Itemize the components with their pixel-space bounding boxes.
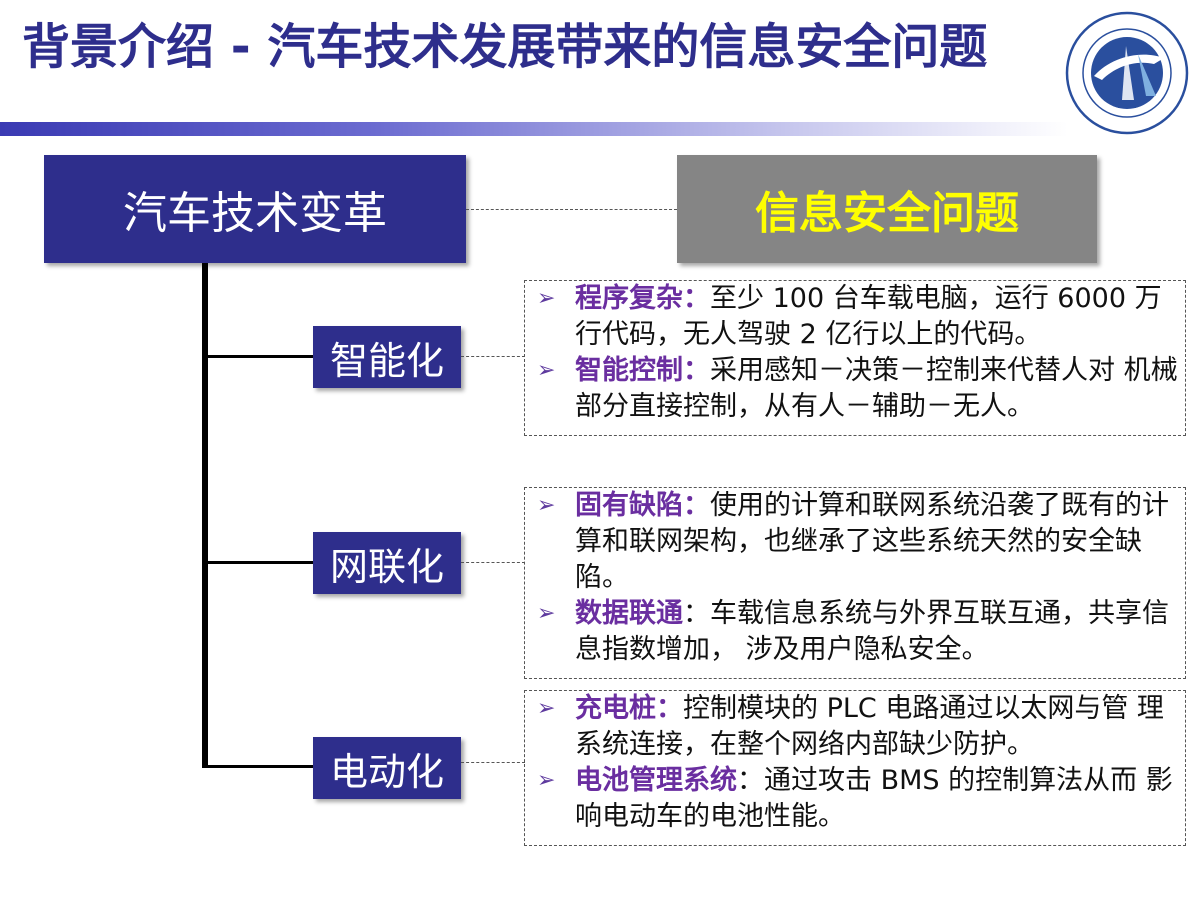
branch-line-1 (205, 355, 315, 358)
detail-item-text: 智能控制：采用感知－决策－控制来代替人对 机械部分直接控制，从有人－辅助－无人。 (575, 353, 1179, 425)
detail-keyword: 智能控制： (575, 355, 710, 386)
detail-box-connected: ➢ 固有缺陷：使用的计算和联网系统沿袭了既有的计算和联网架构，也继承了这些系统天… (524, 487, 1186, 679)
detail-item-text: 充电桩：控制模块的 PLC 电路通过以太网与管 理系统连接，在整个网络内部缺少防… (575, 691, 1179, 763)
arrow-bullet-icon: ➢ (537, 286, 556, 311)
category-electric: 电动化 (313, 737, 461, 799)
title-separator: - (214, 19, 268, 75)
title-underline-bar (0, 122, 1068, 136)
security-issue-box: 信息安全问题 (677, 155, 1097, 263)
detail-box-electric: ➢ 充电桩：控制模块的 PLC 电路通过以太网与管 理系统连接，在整个网络内部缺… (524, 690, 1186, 846)
detail-body: 采用感知－决策－控制来代替人对 机械部分直接控制，从有人－辅助－无人。 (575, 355, 1178, 422)
detail-item: ➢ 电池管理系统：通过攻击 BMS 的控制算法从而 影响电动车的电池性能。 (537, 763, 1179, 835)
arrow-bullet-icon: ➢ (537, 358, 556, 383)
detail-body: ：通过攻击 BMS 的控制算法从而 影响电动车的电池性能。 (575, 765, 1173, 832)
detail-box-intelligent: ➢ 程序复杂：至少 100 台车载电脑，运行 6000 万 行代码，无人驾驶 2… (524, 280, 1186, 436)
arrow-bullet-icon: ➢ (537, 696, 556, 721)
dashed-connector-2 (461, 562, 525, 563)
detail-item: ➢ 数据联通：车载信息系统与外界互联互通，共享信息指数增加， 涉及用户隐私安全。 (537, 596, 1179, 668)
detail-keyword: 电池管理系统 (575, 765, 737, 796)
detail-item-text: 固有缺陷：使用的计算和联网系统沿袭了既有的计算和联网架构，也继承了这些系统天然的… (575, 488, 1179, 596)
detail-body: 至少 100 台车载电脑，运行 6000 万 行代码，无人驾驶 2 亿行以上的代… (575, 283, 1162, 350)
detail-keyword: 固有缺陷： (575, 490, 710, 521)
title-bold: 背景介绍 (22, 19, 215, 75)
auto-tech-revolution-box: 汽车技术变革 (44, 155, 466, 263)
tree-trunk-line (202, 263, 208, 768)
category-connected: 网联化 (313, 532, 461, 594)
detail-item-text: 电池管理系统：通过攻击 BMS 的控制算法从而 影响电动车的电池性能。 (575, 763, 1179, 835)
arrow-bullet-icon: ➢ (537, 493, 556, 518)
university-logo (1065, 11, 1189, 135)
detail-body: 控制模块的 PLC 电路通过以太网与管 理系统连接，在整个网络内部缺少防护。 (575, 693, 1164, 760)
detail-keyword: 程序复杂： (575, 283, 710, 314)
detail-keyword: 数据联通 (575, 598, 683, 629)
detail-item-text: 程序复杂：至少 100 台车载电脑，运行 6000 万 行代码，无人驾驶 2 亿… (575, 281, 1179, 353)
detail-keyword: 充电桩： (575, 693, 683, 724)
detail-body: 使用的计算和联网系统沿袭了既有的计算和联网架构，也继承了这些系统天然的安全缺陷。 (575, 490, 1169, 593)
detail-item: ➢ 智能控制：采用感知－决策－控制来代替人对 机械部分直接控制，从有人－辅助－无… (537, 353, 1179, 425)
detail-item: ➢ 固有缺陷：使用的计算和联网系统沿袭了既有的计算和联网架构，也继承了这些系统天… (537, 488, 1179, 596)
arrow-bullet-icon: ➢ (537, 601, 556, 626)
title-rest: 汽车技术发展带来的信息安全问题 (267, 19, 988, 75)
page-title: 背景介绍 - 汽车技术发展带来的信息安全问题 (22, 18, 1052, 76)
category-intelligent: 智能化 (313, 326, 461, 388)
detail-item: ➢ 充电桩：控制模块的 PLC 电路通过以太网与管 理系统连接，在整个网络内部缺… (537, 691, 1179, 763)
dashed-connector-3 (461, 762, 525, 763)
detail-item-text: 数据联通：车载信息系统与外界互联互通，共享信息指数增加， 涉及用户隐私安全。 (575, 596, 1179, 668)
dashed-connector-1 (461, 356, 525, 357)
detail-body: ：车载信息系统与外界互联互通，共享信息指数增加， 涉及用户隐私安全。 (575, 598, 1169, 665)
branch-line-3 (205, 765, 315, 768)
detail-item: ➢ 程序复杂：至少 100 台车载电脑，运行 6000 万 行代码，无人驾驶 2… (537, 281, 1179, 353)
top-dashed-connector (466, 209, 677, 210)
branch-line-2 (205, 561, 315, 564)
arrow-bullet-icon: ➢ (537, 768, 556, 793)
